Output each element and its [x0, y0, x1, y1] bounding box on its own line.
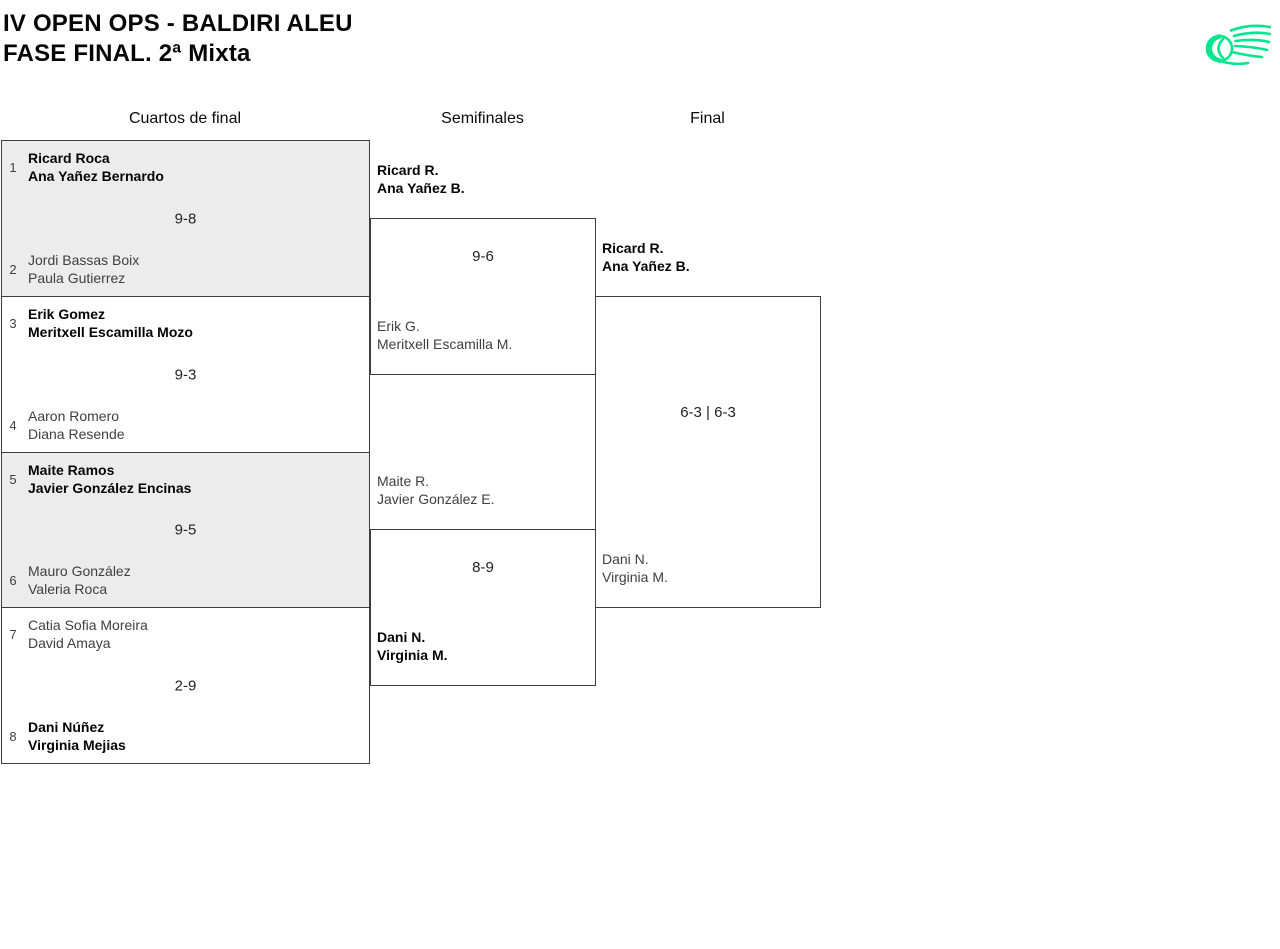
team-names: Dani Núñez Virginia Mejias — [28, 719, 126, 753]
seed-number: 4 — [9, 417, 17, 433]
final-score: 6-3 | 6-3 — [680, 404, 736, 421]
seed-number: 1 — [9, 159, 17, 175]
team-entry: 2 Jordi Bassas Boix Paula Gutierrez — [2, 251, 369, 287]
final-team-bottom: Dani N. Virginia M. — [602, 551, 668, 585]
team-names: Catia Sofia Moreira David Amaya — [28, 617, 148, 651]
team-entry: 3 Erik Gomez Meritxell Escamilla Mozo — [2, 305, 369, 341]
match-score: 2-9 — [174, 677, 197, 694]
quarterfinal-match-3: 5 Maite Ramos Javier González Encinas 9-… — [1, 452, 370, 608]
semifinal-1-team-top: Ricard R. Ana Yañez B. — [377, 162, 465, 196]
match-score: 9-3 — [174, 366, 197, 383]
final-box — [595, 296, 821, 608]
seed-number: 3 — [9, 315, 17, 331]
team-names: Jordi Bassas Boix Paula Gutierrez — [28, 252, 140, 286]
seed-number: 8 — [9, 728, 17, 744]
team-entry: 8 Dani Núñez Virginia Mejias — [2, 718, 369, 754]
padel-ball-swoosh-icon — [1205, 24, 1271, 65]
team-names: Mauro González Valeria Roca — [28, 563, 131, 597]
phase-subtitle: FASE FINAL. 2ª Mixta — [3, 40, 251, 67]
seed-number: 2 — [9, 261, 17, 277]
seed-number: 5 — [9, 471, 17, 487]
team-entry: 1 Ricard Roca Ana Yañez Bernardo — [2, 149, 369, 185]
quarterfinal-match-2: 3 Erik Gomez Meritxell Escamilla Mozo 9-… — [1, 296, 370, 453]
semifinal-1-team-bottom: Erik G. Meritxell Escamilla M. — [377, 318, 513, 352]
team-entry: 7 Catia Sofia Moreira David Amaya — [2, 616, 369, 652]
team-names: Maite Ramos Javier González Encinas — [28, 462, 192, 496]
seed-number: 6 — [9, 572, 17, 588]
final-team-top: Ricard R. Ana Yañez B. — [602, 240, 690, 274]
team-names: Aaron Romero Diana Resende — [28, 408, 125, 442]
semifinal-1-score: 9-6 — [472, 248, 494, 265]
quarterfinal-match-1: 1 Ricard Roca Ana Yañez Bernardo 9-8 2 J… — [1, 140, 370, 297]
page-title: IV OPEN OPS - BALDIRI ALEU FASE FINAL. 2… — [3, 9, 353, 69]
tournament-name: IV OPEN OPS - BALDIRI ALEU — [3, 10, 353, 37]
team-entry: 6 Mauro González Valeria Roca — [2, 562, 369, 598]
semifinal-2-score: 8-9 — [472, 559, 494, 576]
semifinal-2-team-bottom: Dani N. Virginia M. — [377, 629, 448, 663]
quarterfinal-match-4: 7 Catia Sofia Moreira David Amaya 2-9 8 … — [1, 607, 370, 764]
semifinal-2-team-top: Maite R. Javier González E. — [377, 473, 495, 507]
team-names: Erik Gomez Meritxell Escamilla Mozo — [28, 306, 193, 340]
round-header-quarterfinals: Cuartos de final — [128, 110, 242, 127]
round-header-semifinals: Semifinales — [441, 110, 524, 127]
match-score: 9-8 — [174, 210, 197, 227]
team-names: Ricard Roca Ana Yañez Bernardo — [28, 150, 164, 184]
team-entry: 4 Aaron Romero Diana Resende — [2, 407, 369, 443]
match-score: 9-5 — [174, 521, 197, 539]
seed-number: 7 — [9, 626, 17, 642]
team-entry: 5 Maite Ramos Javier González Encinas — [2, 461, 369, 497]
round-header-final: Final — [690, 110, 725, 127]
